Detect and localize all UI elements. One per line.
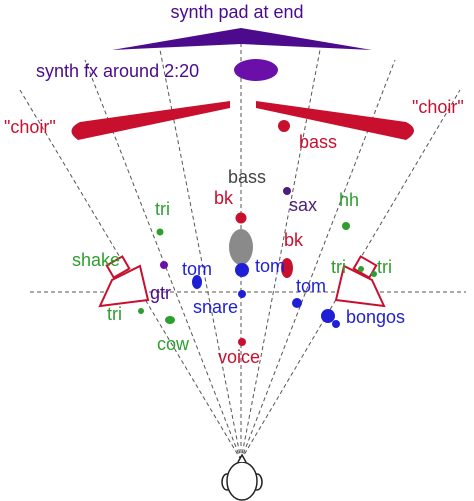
- instrument-markers: [138, 120, 377, 346]
- tom-center-marker: [235, 263, 249, 277]
- sax-label: sax: [289, 195, 317, 215]
- tri-right-marker-2: [371, 271, 377, 277]
- bk-top-marker: [235, 212, 247, 224]
- tri-right-label-1: tri: [331, 257, 346, 277]
- choir-right-label: "choir": [412, 97, 464, 117]
- sax-marker: [283, 187, 291, 195]
- bongos-label: bongos: [346, 307, 405, 327]
- tri-right-label-2: tri: [377, 257, 392, 277]
- guide-line-left-1: [19, 89, 242, 461]
- bass-gray-marker: [229, 229, 253, 265]
- bass-red-label: bass: [299, 132, 337, 152]
- gtr-label: gtr: [150, 283, 171, 303]
- listener-head-icon: [221, 453, 263, 501]
- shake-label: shake: [72, 250, 120, 270]
- gtr-marker: [165, 316, 175, 324]
- snare-marker: [238, 290, 246, 298]
- choir-left-shape: [71, 101, 230, 140]
- voice-label: voice: [218, 347, 260, 367]
- speaker-left-icon: [98, 255, 150, 308]
- tri-top-label: tri: [155, 199, 170, 219]
- bass-gray-label: bass: [228, 167, 266, 187]
- bk-right-marker: [281, 258, 293, 278]
- tri-left-marker: [138, 308, 144, 314]
- bass-red-marker: [278, 120, 290, 132]
- guide-line-right-1: [240, 89, 461, 461]
- choir-left-label: "choir": [4, 117, 56, 137]
- labels: synth pad at end synth fx around 2:20 "c…: [4, 2, 464, 367]
- bongos-marker-large: [321, 309, 335, 323]
- tom-center-label: tom: [255, 256, 285, 276]
- tom-left-marker: [192, 275, 202, 289]
- cow-label: cow: [157, 334, 190, 354]
- synth-pad-shape: [112, 28, 372, 50]
- synth-fx-shape: [234, 59, 278, 81]
- speaker-right-icon: [334, 255, 386, 308]
- synth-pad-label: synth pad at end: [170, 2, 303, 22]
- snare-label: snare: [193, 297, 238, 317]
- tom-right-marker: [292, 298, 302, 308]
- tri-right-marker-1: [358, 266, 364, 272]
- hh-label: hh: [339, 190, 359, 210]
- shake-marker: [160, 261, 168, 269]
- tom-right-label: tom: [296, 276, 326, 296]
- hh-marker: [342, 222, 350, 230]
- bongos-marker-small: [332, 320, 340, 328]
- tri-left-label: tri: [107, 304, 122, 324]
- choir-right-shape: [256, 101, 414, 140]
- synth-fx-label: synth fx around 2:20: [36, 61, 199, 81]
- voice-marker: [238, 338, 246, 346]
- tri-top-marker: [156, 228, 164, 236]
- bk-right-label: bk: [284, 230, 304, 250]
- tom-left-label: tom: [182, 259, 212, 279]
- bk-top-label: bk: [214, 188, 234, 208]
